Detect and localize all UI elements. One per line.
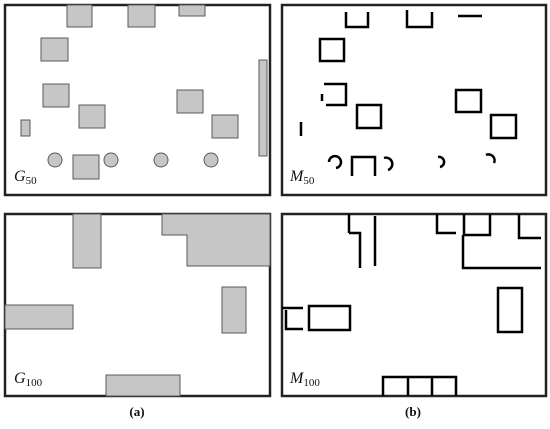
caption-b: (b) (383, 404, 443, 420)
map-label-subscript: 50 (303, 175, 315, 187)
obstacle-block (178, 4, 206, 17)
obstacle-block (127, 4, 156, 28)
map-label-letter: G (14, 370, 26, 387)
mapped-wall (344, 12, 370, 29)
mapped-wall (349, 216, 377, 268)
mapped-wall (437, 155, 446, 169)
mapped-wall (320, 82, 348, 107)
obstacle-block (176, 89, 204, 114)
mapped-obstacle (489, 113, 518, 140)
map-label-subscript: 50 (26, 175, 38, 187)
panel-g100: G100 (3, 212, 272, 398)
obstacle-block (42, 83, 70, 108)
map-label-subscript: 100 (303, 377, 320, 389)
panel-g50: G50 (3, 3, 272, 197)
map-label: G100 (14, 370, 43, 389)
obstacle-circle (203, 152, 219, 168)
map-label: M100 (289, 370, 320, 389)
map-label-letter: M (289, 168, 305, 185)
panel-m100: M100 (280, 212, 548, 398)
mapped-wall (485, 153, 496, 164)
map-label-letter: M (289, 370, 305, 387)
mapped-wall (327, 154, 343, 170)
mapped-obstacle (355, 103, 383, 130)
map-label-letter: G (14, 168, 26, 185)
obstacle-circle (47, 152, 63, 168)
obstacle-block (211, 114, 239, 139)
mapped-obstacle (454, 88, 483, 114)
caption-a-text: (a) (129, 404, 145, 419)
mapped-wall (435, 214, 456, 235)
obstacle-circle (103, 152, 119, 168)
map-label: M50 (289, 168, 315, 187)
obstacle-block (66, 4, 93, 28)
mapped-obstacle (496, 286, 524, 334)
mapped-wall (350, 155, 377, 176)
mapped-wall (383, 156, 394, 172)
obstacle-block (105, 374, 181, 397)
obstacle-circle (153, 152, 169, 168)
obstacle-block (72, 154, 100, 180)
mapped-wall (461, 214, 541, 270)
obstacle-block (78, 104, 106, 129)
caption-a: (a) (107, 404, 167, 420)
mapped-wall (282, 306, 303, 331)
map-border (280, 3, 548, 197)
mapped-wall (405, 10, 434, 29)
mapped-obstacle (307, 304, 352, 332)
obstacle-block (40, 37, 69, 62)
obstacle-block (72, 213, 102, 269)
map-label: G50 (14, 168, 37, 187)
caption-b-text: (b) (405, 404, 421, 419)
mapped-obstacle (318, 37, 346, 63)
obstacle-block (4, 304, 74, 330)
mapped-wall (381, 375, 458, 396)
panel-m50: M50 (280, 3, 548, 197)
obstacle-block (258, 59, 268, 157)
obstacle-block (221, 286, 247, 334)
obstacle-block (161, 213, 271, 267)
map-label-subscript: 100 (26, 377, 43, 389)
mapped-wall (462, 214, 492, 237)
obstacle-block (20, 119, 31, 137)
